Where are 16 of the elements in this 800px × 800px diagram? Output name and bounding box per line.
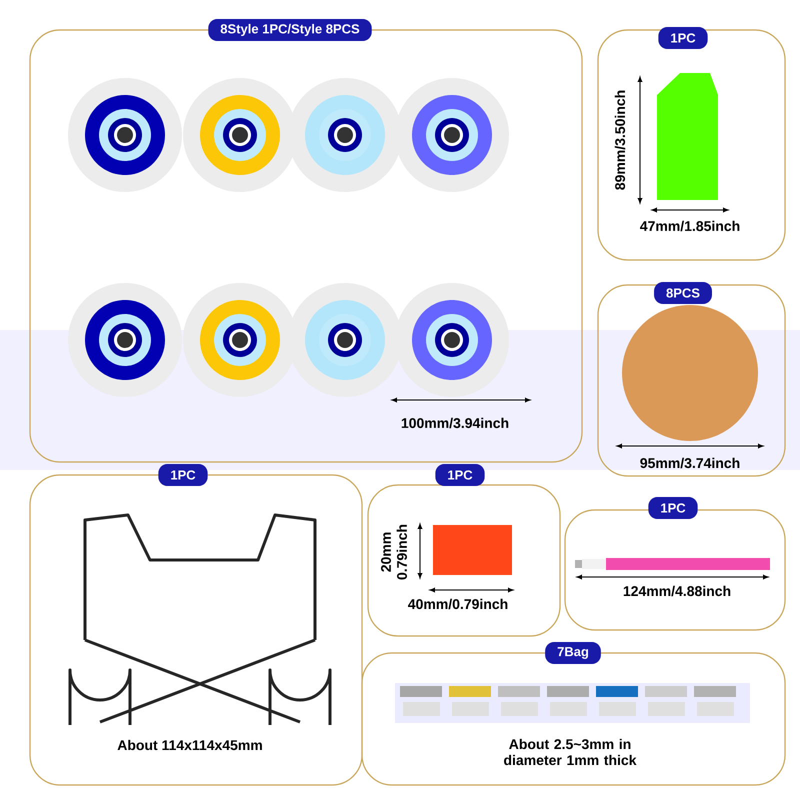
dimension-label: 89mm/3.50inch <box>614 90 626 190</box>
dimension-label: 20mm 0.79inch <box>381 524 407 580</box>
dimension-label: 124mm/4.88inch <box>624 586 730 596</box>
quantity-badge: 8Style 1PC/Style 8PCS <box>208 19 372 41</box>
quantity-badge: 1PC <box>158 464 208 486</box>
dimension-label: 100mm/3.94inch <box>402 418 508 428</box>
dimension-label: 95mm/3.74inch <box>640 458 740 468</box>
dimension-label: 40mm/0.79inch <box>408 598 508 610</box>
quantity-badge: 1PC <box>658 27 708 49</box>
quantity-badge: 8PCS <box>654 282 712 304</box>
dimension-label: About 114x114x45mm <box>118 740 262 750</box>
dimension-label: 47mm/1.85inch <box>640 220 740 232</box>
quantity-badge: 1PC <box>435 464 485 486</box>
dimension-label: About 2.5~3mm in diameter 1mm thick <box>504 738 637 766</box>
quantity-badge: 1PC <box>648 497 698 519</box>
quantity-badge: 7Bag <box>545 642 601 664</box>
